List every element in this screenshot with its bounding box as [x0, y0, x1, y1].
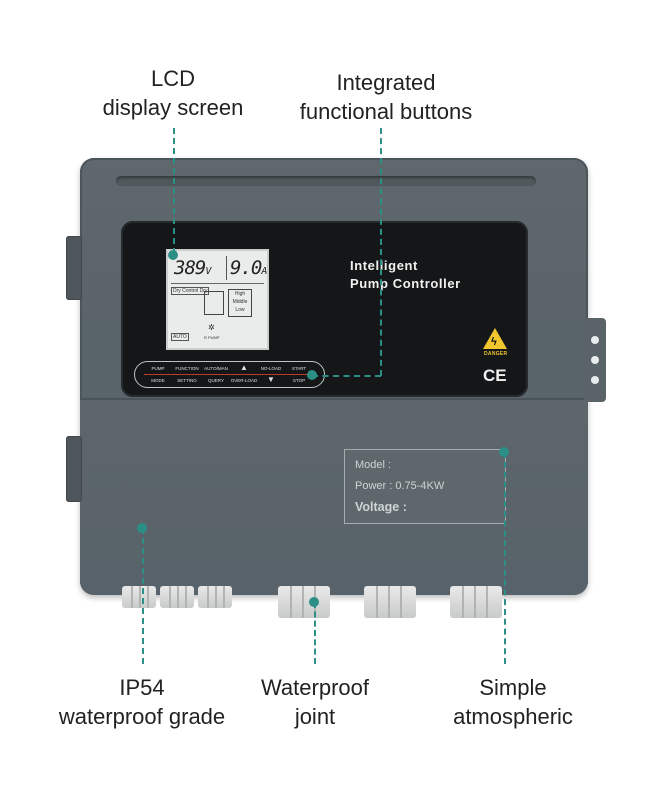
top-groove: [116, 176, 536, 186]
nameplate: Model : Power : 0.75-4KW Voltage :: [344, 449, 506, 524]
button-up[interactable]: ▲: [240, 363, 248, 372]
lcd-current-unit: A: [261, 266, 267, 277]
warning-triangle-icon: [483, 328, 507, 349]
lcd-separator: [226, 256, 227, 280]
callout-ip54-line2: waterproof grade: [58, 704, 226, 729]
leader-ip54: [142, 528, 144, 664]
nameplate-voltage: Voltage :: [355, 500, 407, 514]
callout-buttons-line2: functional buttons: [299, 99, 473, 124]
button-setting[interactable]: SETTING: [177, 378, 197, 383]
hinge-top: [66, 236, 82, 300]
lcd-current: 9.0A: [230, 257, 267, 279]
ce-mark: CE: [483, 366, 507, 385]
lcd-current-value: 9.0: [230, 257, 262, 279]
callout-simple-line2: atmospheric: [453, 704, 573, 729]
callout-buttons-line1: Integrated: [336, 70, 436, 95]
callout-joint-line2: joint: [294, 704, 336, 729]
cable-gland-large: [450, 586, 502, 618]
nameplate-power: Power : 0.75-4KW: [355, 480, 445, 492]
lid-seam: [80, 398, 588, 400]
lcd-voltage-unit: V: [205, 266, 211, 277]
cable-gland-small: [160, 586, 194, 608]
leader-buttons-dot: [307, 370, 317, 380]
danger-label: DANGER: [484, 351, 508, 357]
screw-hole: [591, 376, 599, 384]
callout-lcd-line2: display screen: [102, 95, 244, 120]
button-auto-man[interactable]: AUTO/MAN: [204, 366, 228, 371]
hinge-bottom: [66, 436, 82, 502]
button-strip: [134, 361, 325, 388]
mounting-ear: [584, 318, 606, 402]
leader-buttons-horizontal: [312, 375, 381, 377]
button-pump[interactable]: PUMP: [151, 366, 165, 371]
button-function[interactable]: FUNCTION: [175, 366, 199, 371]
lcd-level-high: High: [234, 291, 246, 297]
callout-lcd: LCD display screen: [98, 64, 248, 122]
callout-buttons: Integrated functional buttons: [286, 68, 486, 126]
button-mode[interactable]: MODE: [151, 378, 165, 383]
leader-simple-dot: [499, 447, 509, 457]
callout-joint-line1: Waterproof: [260, 675, 369, 700]
cable-gland-large: [364, 586, 416, 618]
lcd-voltage-value: 389: [174, 257, 206, 279]
screw-hole: [591, 336, 599, 344]
lcd-level-middle: Middle: [232, 299, 248, 305]
leader-joint-dot: [309, 597, 319, 607]
callout-lcd-line1: LCD: [150, 66, 195, 91]
leader-lcd-dot: [168, 250, 178, 260]
panel-title-line1: Intelligent: [350, 258, 418, 273]
lcd-divider: [171, 283, 264, 284]
lcd-level-box: High Middle Low: [228, 289, 252, 317]
leader-ip54-dot: [137, 523, 147, 533]
leader-buttons: [380, 128, 382, 376]
button-stop[interactable]: STOP: [292, 378, 306, 383]
callout-joint: Waterproof joint: [245, 673, 385, 731]
lcd-screen: 389V 9.0A Dry Control Dry High Middle Lo…: [166, 249, 269, 350]
callout-ip54: IP54 waterproof grade: [42, 673, 242, 731]
nameplate-model: Model :: [355, 459, 392, 471]
lightning-icon: ϟ: [491, 336, 497, 348]
callout-simple: Simple atmospheric: [438, 673, 588, 731]
callout-ip54-line1: IP54: [119, 675, 165, 700]
fan-icon: ✲: [208, 323, 215, 332]
cable-gland-large: [278, 586, 330, 618]
callout-simple-line1: Simple: [479, 675, 547, 700]
leader-lcd: [173, 128, 175, 254]
lcd-voltage: 389V: [174, 257, 211, 279]
button-divider: [144, 374, 316, 375]
panel-title-line2: Pump Controller: [350, 276, 461, 291]
leader-simple: [504, 452, 506, 664]
button-down[interactable]: ▼: [267, 375, 275, 384]
button-no-load[interactable]: NO-LOAD: [260, 366, 282, 371]
button-over-load[interactable]: OVER-LOAD: [230, 378, 258, 383]
button-start[interactable]: START: [291, 366, 307, 371]
cable-gland-small: [122, 586, 156, 608]
lcd-pump: R PUMP: [204, 335, 220, 340]
lcd-level-low: Low: [235, 307, 245, 313]
cable-gland-small: [198, 586, 232, 608]
tank-icon: [204, 291, 224, 315]
leader-joint: [314, 602, 316, 664]
lcd-auto: AUTO: [171, 333, 189, 341]
lower-lid: [80, 400, 588, 595]
button-query[interactable]: QUERY: [208, 378, 224, 383]
screw-hole: [591, 356, 599, 364]
